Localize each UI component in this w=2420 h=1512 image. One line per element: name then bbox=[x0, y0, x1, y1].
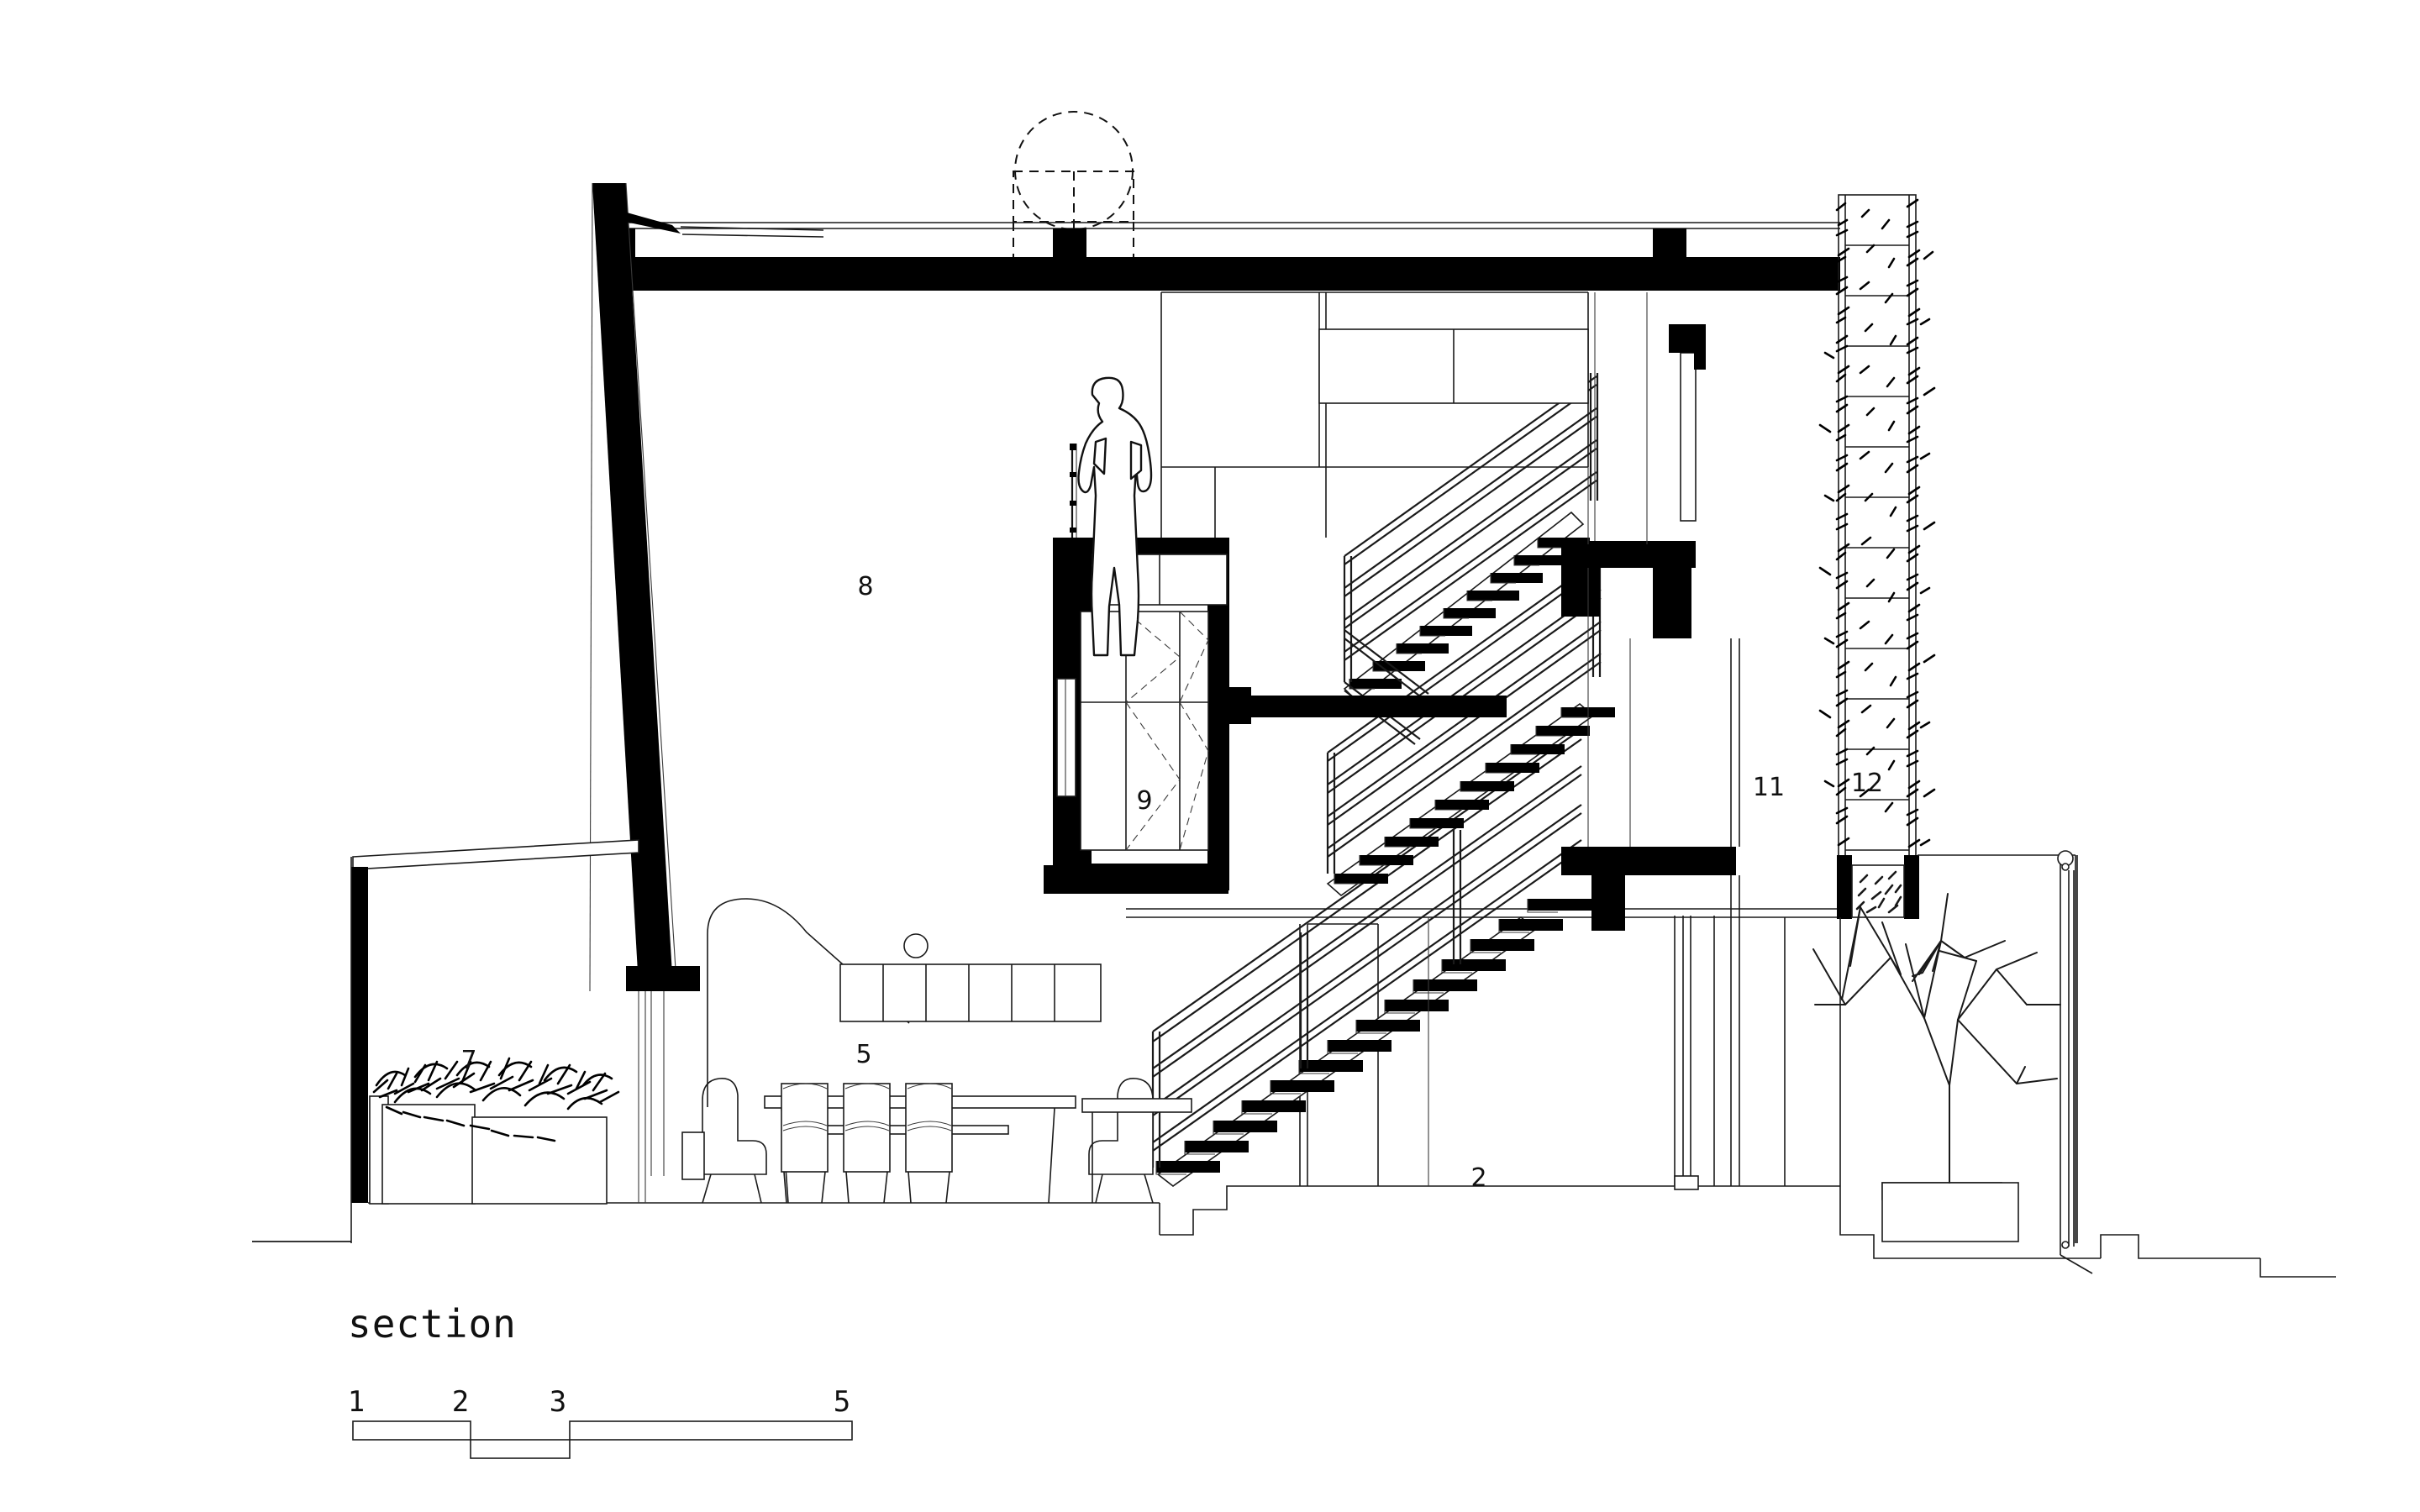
tag-7: 7 bbox=[460, 1046, 476, 1075]
tag-11: 11 bbox=[1753, 773, 1785, 802]
lower-right-interior bbox=[1428, 917, 1841, 1186]
dining-table-and-chairs bbox=[681, 1078, 1192, 1204]
right-courtyard bbox=[1881, 854, 2078, 1243]
tag-9: 9 bbox=[1136, 786, 1152, 816]
drawing-title: section bbox=[348, 1301, 517, 1347]
planter-foliage bbox=[372, 1057, 620, 1142]
left-glazing bbox=[638, 991, 646, 1203]
room-tag-group: 2 5 7 8 9 11 12 bbox=[460, 572, 1883, 1193]
slanted-wall bbox=[589, 182, 824, 1176]
vertical-mullions bbox=[1587, 292, 1740, 1186]
tag-5: 5 bbox=[855, 1040, 871, 1069]
arc-floor-lamp bbox=[707, 898, 929, 1107]
scale-tick-1: 1 bbox=[348, 1385, 365, 1419]
scale-tick-3: 3 bbox=[550, 1385, 566, 1419]
roof-slab bbox=[623, 222, 1840, 291]
closet-wardrobe bbox=[1056, 554, 1228, 851]
lower-staircase bbox=[1151, 728, 1591, 1187]
tag-2: 2 bbox=[1470, 1163, 1486, 1193]
upper-staircase bbox=[1326, 373, 1615, 897]
human-scale-figure bbox=[1070, 376, 1153, 657]
green-wall-trellis bbox=[1818, 194, 1936, 919]
upper-level-partitions bbox=[1160, 291, 1648, 544]
armchair bbox=[681, 1078, 767, 1204]
scale-bar: 1 2 3 5 bbox=[348, 1385, 853, 1459]
scale-tick-5: 5 bbox=[834, 1385, 850, 1419]
scale-tick-2: 2 bbox=[452, 1385, 469, 1419]
green-wall-foliage bbox=[1818, 198, 1936, 848]
tag-12: 12 bbox=[1851, 769, 1883, 798]
planter-box-group bbox=[369, 1057, 620, 1205]
tag-8: 8 bbox=[857, 572, 873, 601]
courtyard-tree bbox=[1812, 893, 2061, 1184]
wall-shelf-unit bbox=[839, 963, 1102, 1022]
ground-and-floor-lines bbox=[252, 1185, 2336, 1278]
dining-chair bbox=[905, 1083, 953, 1204]
boundary-post bbox=[2057, 850, 2093, 1274]
armchair bbox=[1088, 1078, 1154, 1204]
dining-chair bbox=[781, 1083, 829, 1204]
dining-chair bbox=[843, 1083, 891, 1204]
